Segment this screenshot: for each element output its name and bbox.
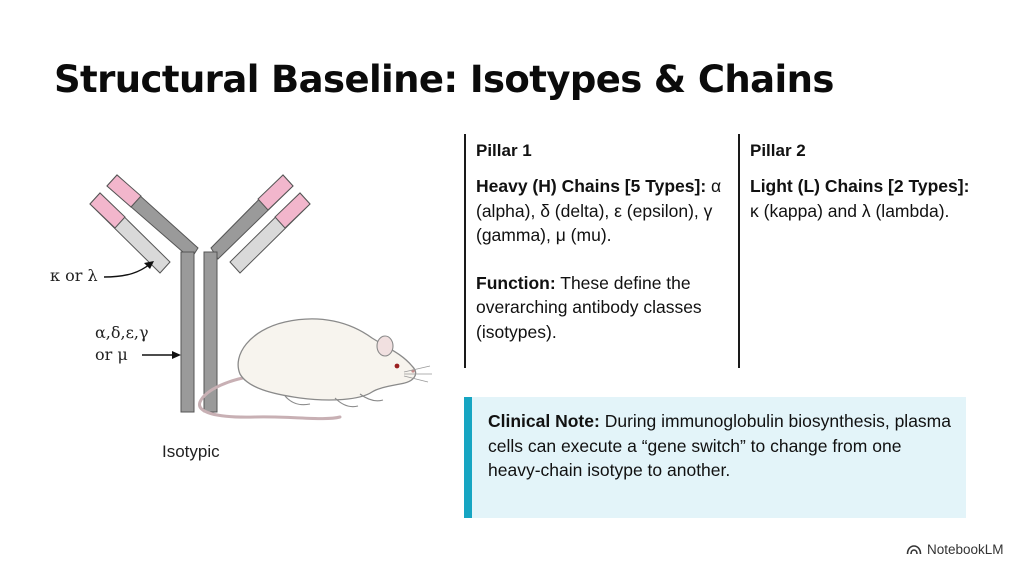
- function-text: These define the overarching antibody cl…: [476, 272, 702, 342]
- light-chain-label: κ or λ: [50, 266, 98, 285]
- antibody-diagram: κ or λ α,δ,ε,γ or μ Isotypic: [50, 174, 432, 461]
- antibody-structure: [89, 174, 311, 413]
- light-chains-label: Light (L) Chains [2 Types]:: [750, 176, 970, 196]
- notebooklm-logo-icon: [906, 545, 922, 555]
- heavy-chains-text: α (alpha), δ (delta), ε (epsilon), γ (ga…: [476, 176, 722, 245]
- pillar-1-chains: Heavy (H) Chains [5 Types]: α (alpha), δ…: [476, 174, 738, 248]
- pillar-2-chains: Light (L) Chains [2 Types]: κ (kappa) an…: [750, 174, 978, 223]
- function-label: Function:: [476, 272, 556, 293]
- clinical-note-box: Clinical Note: During immunoglobulin bio…: [464, 397, 966, 518]
- pillar-1-heading: Pillar 1: [476, 141, 532, 160]
- left-light-chain: [89, 192, 171, 274]
- light-chain-arrow: [103, 261, 154, 278]
- slide-title: Structural Baseline: Isotypes & Chains: [54, 58, 834, 101]
- pillar-2-heading: Pillar 2: [750, 141, 806, 160]
- clinical-note-text: During immunoglobulin biosynthesis, plas…: [488, 411, 951, 480]
- heavy-chain-label-line1: α,δ,ε,γ: [95, 323, 149, 342]
- pillar-2-column: Pillar 2 Light (L) Chains [2 Types]: κ (…: [738, 134, 978, 368]
- left-heavy-chain: [106, 174, 199, 413]
- diagram-caption: Isotypic: [162, 442, 220, 461]
- pillar-1-column: Pillar 1 Heavy (H) Chains [5 Types]: α (…: [464, 134, 738, 368]
- pillar-1-function: Function: These define the overarching a…: [476, 271, 738, 345]
- heavy-chains-label: Heavy (H) Chains [5 Types]:: [476, 176, 707, 196]
- heavy-chain-label-line2: or μ: [95, 345, 128, 364]
- clinical-note-label: Clinical Note:: [488, 411, 600, 431]
- brand-name: NotebookLM: [927, 542, 1004, 557]
- heavy-chain-arrow: [142, 351, 181, 359]
- light-chains-text: κ (kappa) and λ (lambda).: [750, 200, 950, 221]
- right-light-chain: [229, 192, 311, 274]
- mouse-illustration: [198, 318, 432, 421]
- notebooklm-brand: NotebookLM: [906, 542, 1004, 557]
- right-heavy-chain: [203, 174, 294, 413]
